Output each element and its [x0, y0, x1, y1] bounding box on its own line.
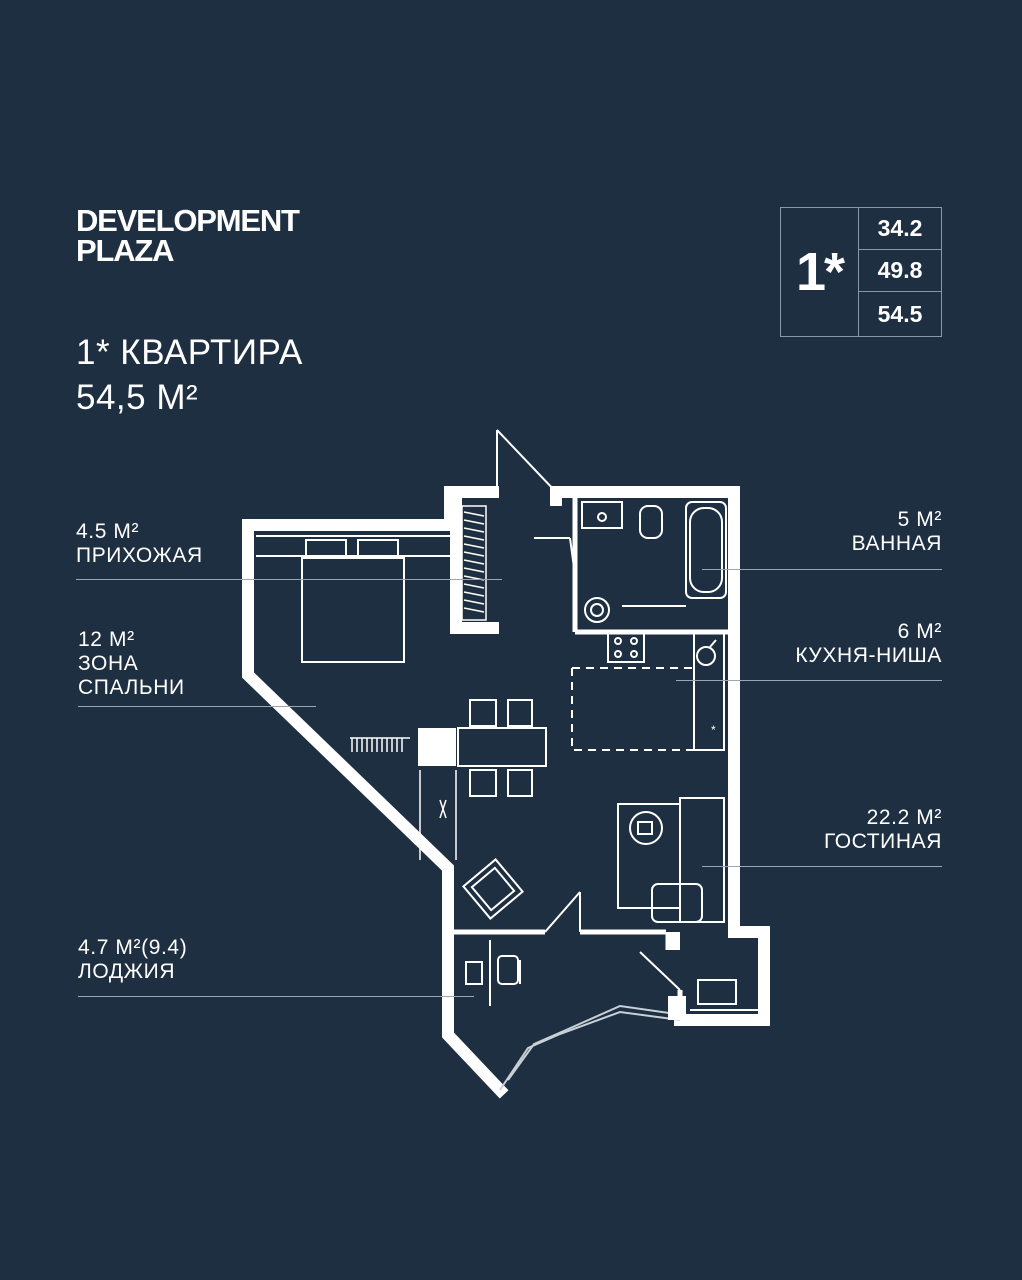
dining-table-icon [457, 699, 547, 797]
area-table: 1* 34.2 49.8 54.5 [780, 207, 942, 337]
leader-hallway [76, 579, 502, 580]
sleeping-name-1: ЗОНА [78, 652, 139, 675]
leader-kitchen [676, 680, 942, 681]
label-hallway: 4.5 М² ПРИХОЖАЯ [76, 520, 203, 568]
area-table-values: 34.2 49.8 54.5 [859, 208, 941, 336]
apartment-area: 54,5 М² [76, 378, 199, 417]
loggia-furniture-icon [465, 940, 760, 1011]
area-value-1: 34.2 [859, 208, 941, 250]
kitchen-area: 6 М² [897, 620, 942, 643]
svg-text:*: * [711, 723, 716, 737]
area-value-3: 54.5 [877, 300, 923, 327]
kitchen-name: КУХНЯ-НИША [795, 644, 942, 667]
bathroom-fixtures-icon [581, 501, 727, 623]
brand-line-1: DEVELOPMENT [76, 203, 300, 238]
hallway-area: 4.5 М² [76, 520, 140, 543]
closet-hanger-icon [461, 505, 487, 621]
loggia-pier-icon [668, 932, 680, 950]
sleeping-area: 12 М² [78, 628, 135, 651]
apartment-type: 1* КВАРТИРА [76, 333, 303, 372]
living-name: ГОСТИНАЯ [823, 830, 942, 853]
label-kitchen: 6 М² КУХНЯ-НИША [795, 620, 942, 668]
kitchen-icon: * [571, 631, 725, 751]
loggia-column-icon [668, 996, 686, 1020]
leader-bathroom [702, 569, 942, 570]
sliding-door-icon [419, 770, 457, 860]
loggia-name: ЛОДЖИЯ [78, 960, 176, 983]
leader-living-room [702, 866, 942, 867]
door-swings [496, 429, 681, 991]
apartment-title: 1* КВАРТИРА 54,5 М² [76, 330, 303, 420]
area-value-2: 49.8 [859, 250, 941, 292]
sleeping-name-2: СПАЛЬНИ [78, 676, 185, 699]
bathroom-name: ВАННАЯ [851, 532, 942, 555]
loggia-glazing [499, 1004, 681, 1091]
bathroom-area: 5 М² [897, 508, 942, 531]
hallway-name: ПРИХОЖАЯ [76, 544, 203, 567]
label-loggia: 4.7 М²(9.4) ЛОДЖИЯ [78, 936, 187, 984]
wardrobe-icon [350, 737, 410, 752]
sofa-icon [617, 797, 725, 923]
area-table-type: 1* [781, 208, 859, 336]
column-icon [418, 728, 456, 766]
bed-icon [301, 539, 405, 663]
label-sleeping-zone: 12 М² ЗОНА СПАЛЬНИ [78, 628, 185, 700]
living-area: 22.2 М² [866, 806, 942, 829]
armchair-icon [462, 858, 524, 920]
label-living-room: 22.2 М² ГОСТИНАЯ [824, 806, 942, 854]
leader-sleeping-zone [78, 706, 316, 707]
brand-logo: DEVELOPMENT PLAZA [76, 203, 300, 268]
outer-walls [242, 486, 770, 1099]
brand-line-2: PLAZA [76, 233, 175, 268]
loggia-area: 4.7 М²(9.4) [78, 936, 188, 959]
leader-loggia [78, 996, 474, 997]
label-bathroom: 5 М² ВАННАЯ [852, 508, 942, 556]
